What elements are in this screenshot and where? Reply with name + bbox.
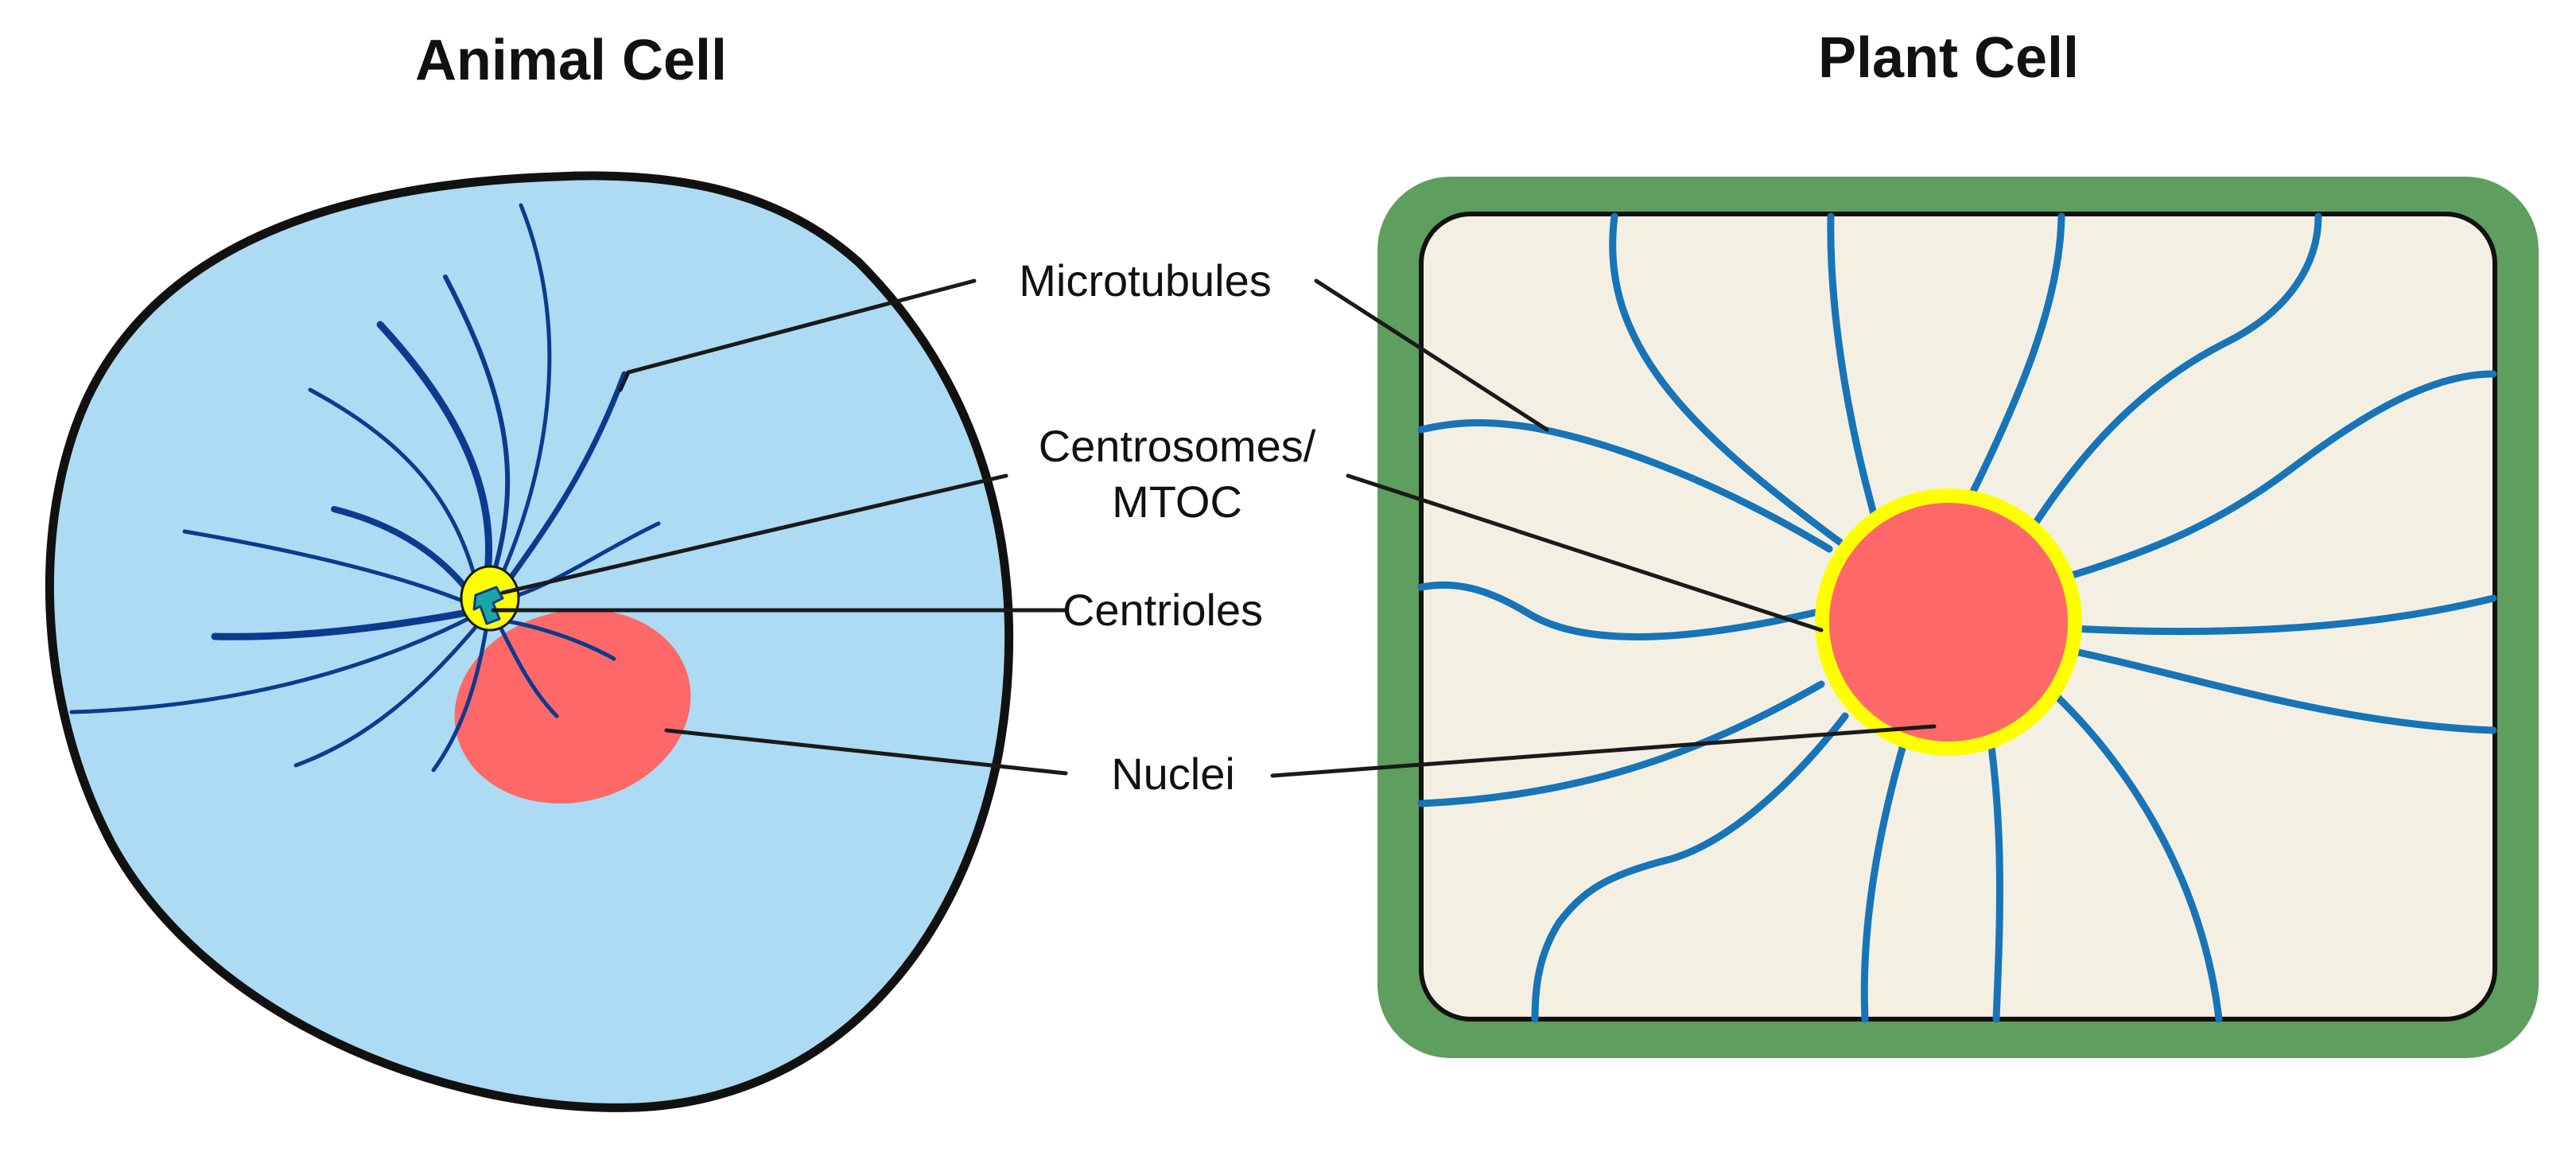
plant-microtubule [1984, 720, 2003, 1023]
label-centrioles: Centrioles [1063, 585, 1263, 635]
animal-microtubule [293, 618, 484, 768]
label-microtubules: Microtubules [1019, 255, 1271, 306]
leader-lines [491, 278, 1937, 778]
animal-microtubule [502, 618, 616, 661]
animal-microtubule [182, 529, 478, 609]
plant-microtubules [1417, 212, 2497, 1023]
animal-microtubule [443, 274, 511, 599]
animal-microtubule [500, 521, 661, 602]
plant-microtubule [2020, 212, 2322, 545]
plant-microtubule [1531, 712, 1849, 1023]
animal-microtubule [69, 612, 480, 714]
nuclei-leader-animal [664, 728, 1068, 776]
microtubules-leader-animal [618, 278, 977, 392]
plant-microtubule [2068, 594, 2497, 636]
microtubules-leader-plant [1314, 278, 1549, 432]
animal-centrosome [460, 565, 520, 632]
animal-microtubule [308, 387, 483, 602]
plant-microtubule [1960, 212, 2065, 513]
animal-cell-title: Animal Cell [415, 29, 727, 92]
centriole-icon [472, 586, 504, 625]
animal-microtubules [69, 203, 661, 773]
plant-microtubule [1827, 212, 1881, 529]
nuclei-leader-plant [1270, 724, 1937, 778]
animal-microtubule [497, 623, 559, 718]
centrosomes-leader-animal [500, 473, 1008, 595]
plant-microtubule [1860, 736, 1909, 1023]
plant-microtubule [1417, 680, 1825, 808]
plant-microtubule [1609, 212, 1853, 553]
animal-microtubule [211, 607, 480, 640]
animal-microtubule [431, 623, 489, 773]
plant-microtubule [2056, 644, 2497, 734]
animal-microtubule [489, 203, 552, 601]
label-centrosomes: Centrosomes/ [1039, 421, 1316, 471]
label-nuclei: Nuclei [1111, 749, 1235, 799]
plant-cell [1377, 177, 2539, 1058]
plant-cell-title: Plant Cell [1818, 26, 2079, 90]
label-mtoc: MTOC [1112, 477, 1242, 527]
plant-microtubule [1417, 418, 1833, 553]
animal-cell [45, 171, 1014, 1112]
plant-microtubule [2040, 680, 2223, 1023]
plant-microtubule [1417, 581, 1819, 640]
centrosomes-leader-plant [1346, 473, 1824, 632]
plant-nucleus [1829, 503, 2068, 741]
plant-microtubule [2050, 370, 2497, 585]
animal-nucleus [454, 609, 691, 804]
animal-microtubule [494, 371, 627, 600]
